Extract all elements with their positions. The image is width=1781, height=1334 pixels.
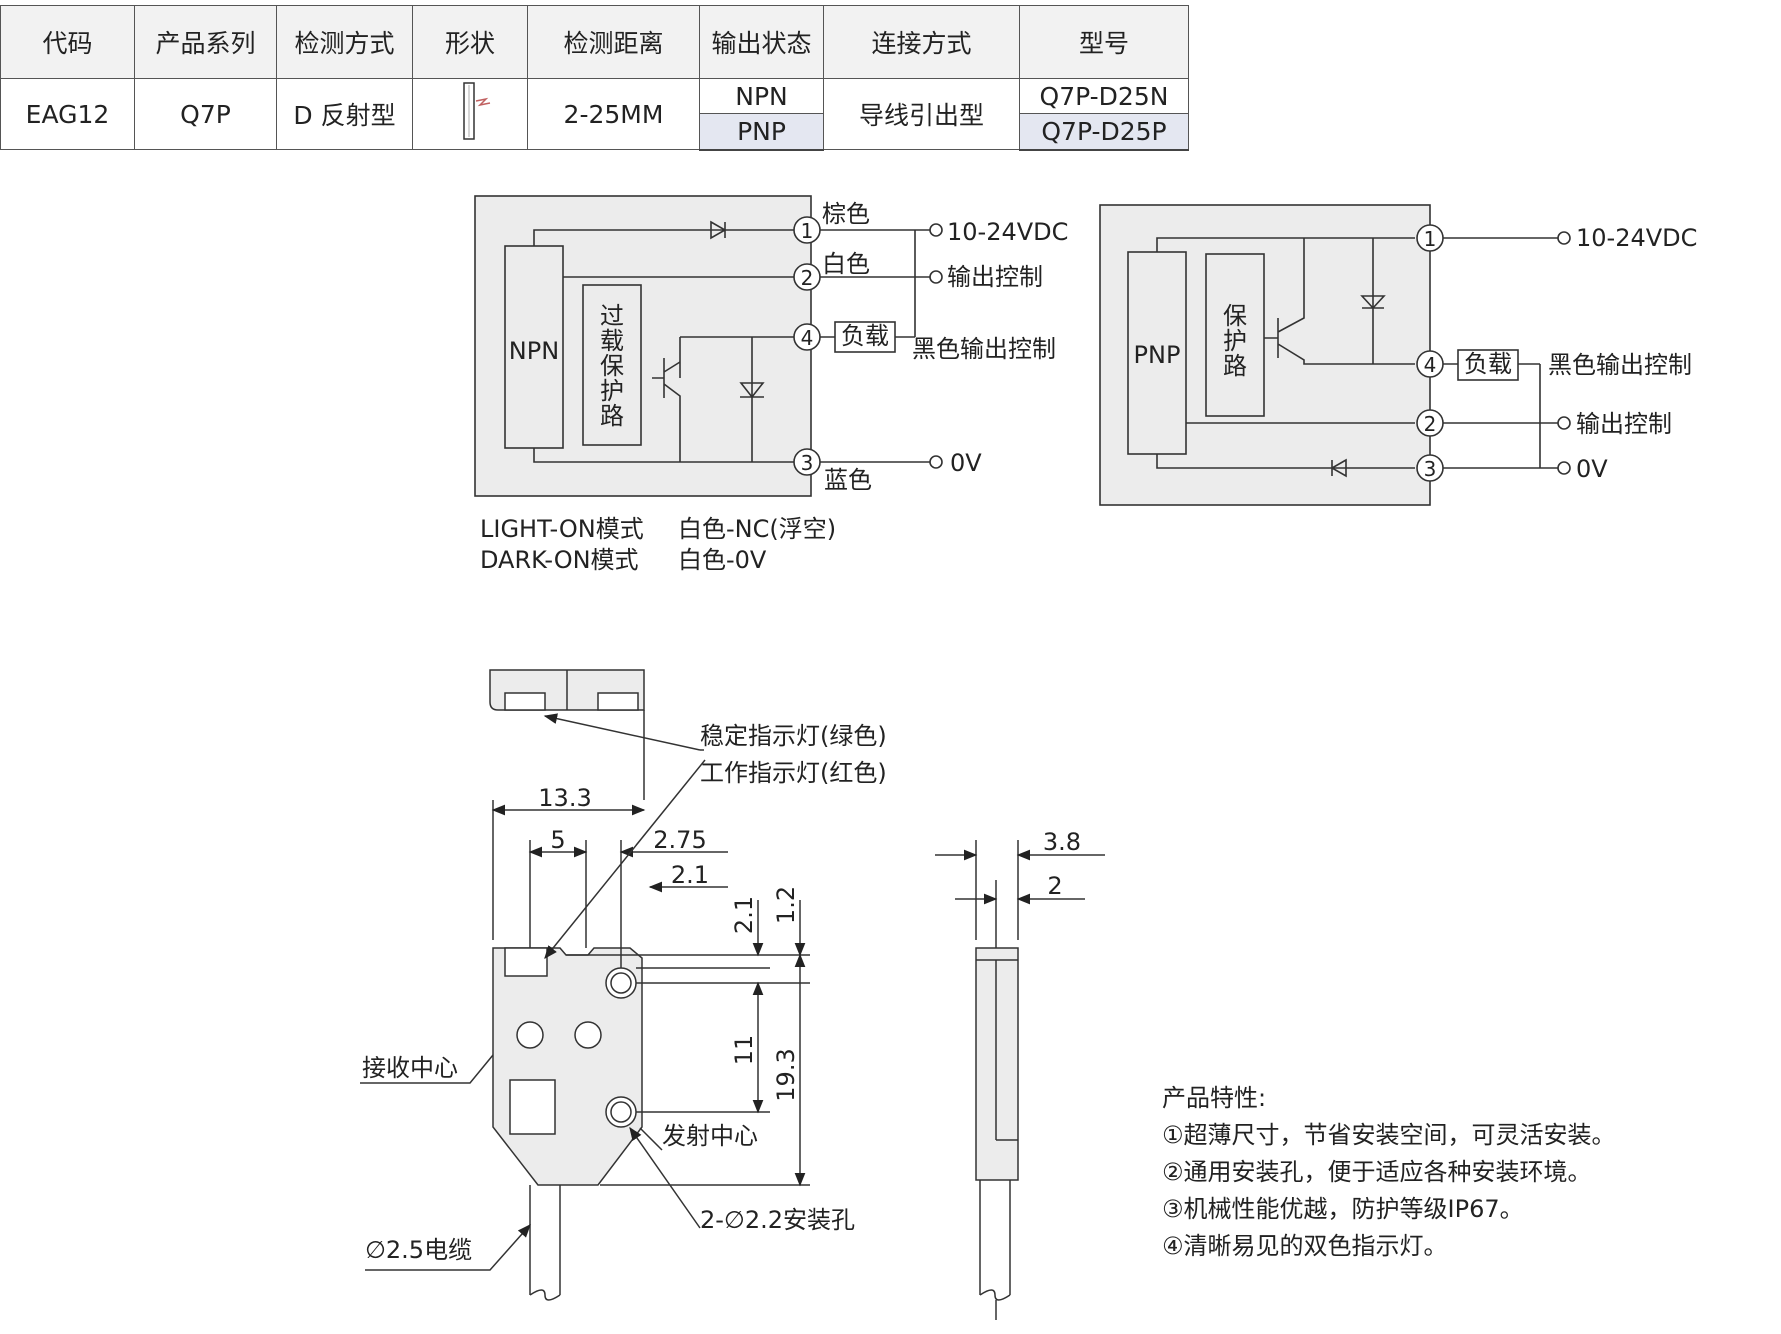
pnp-load-label: 负载 [1464,350,1512,378]
pnp-pin-label: 2 [1424,412,1437,436]
pnp-protect-label: 保 [1223,302,1247,330]
mode-value: 白色-NC(浮空) [678,515,836,543]
npn-protect-label: 护 [600,377,624,405]
feature-item: ②通用安装孔，便于适应各种安装环境。 [1162,1158,1592,1186]
cell-output-npn: NPN [699,77,824,115]
dim-13-3: 13.3 [538,784,591,812]
dimension-labels: 13.3 5 2.75 2.1 2.1 1.2 11 19.3 3.8 2 稳定… [362,722,1081,1264]
npn-pin-label: 3 [801,451,814,475]
pnp-terminal-output: 输出控制 [1576,410,1672,438]
feature-item: ③机械性能优越，防护等级IP67。 [1162,1195,1524,1223]
pnp-block-label: PNP [1134,341,1181,369]
pnp-pin-label: 4 [1424,353,1437,377]
features-list: 产品特性: ①超薄尺寸，节省安装空间，可灵活安装。 ②通用安装孔，便于适应各种安… [1162,1084,1616,1260]
cell-code: EAG12 [0,78,135,150]
wire-color-blue: 蓝色 [824,466,872,494]
col-header: 形状 [412,5,528,79]
dim-5: 5 [550,826,565,854]
cell-method: D 反射型 [276,78,413,150]
mode-name: DARK-ON模式 [480,546,639,574]
feature-item: ④清晰易见的双色指示灯。 [1162,1232,1448,1260]
table-row: PNP Q7P-D25P [1,113,1189,151]
npn-protect-block [582,284,642,446]
wire-color-white: 白色 [822,250,870,278]
cell-output-pnp: PNP [699,113,824,151]
dim-2: 2 [1047,872,1062,900]
dim-1-2: 1.2 [772,886,800,924]
cell-connection: 导线引出型 [823,78,1020,150]
cell-series: Q7P [134,78,277,150]
npn-black-output-label: 黑色输出控制 [912,335,1056,363]
callout-receiver-center: 接收中心 [362,1054,458,1082]
dim-11: 11 [730,1035,758,1066]
spec-table: 代码 产品系列 检测方式 形状 检测距离 输出状态 连接方式 型号 EAG12 … [0,5,1189,151]
npn-load-label: 负载 [841,322,889,350]
mode-list: LIGHT-ON模式 白色-NC(浮空) DARK-ON模式 白色-0V [480,515,836,574]
col-header: 输出状态 [699,5,824,79]
npn-terminal-vdc: 10-24VDC [947,218,1068,246]
dim-2-75: 2.75 [653,826,706,854]
npn-protect-label: 保 [600,352,624,380]
col-header: 代码 [0,5,135,79]
callout-work-led: 工作指示灯(红色) [700,759,887,787]
callout-cable: ∅2.5电缆 [365,1236,472,1264]
npn-protect-label: 路 [600,402,624,430]
npn-terminal-0v: 0V [950,449,982,477]
cell-model-p: Q7P-D25P [1019,113,1189,151]
mode-name: LIGHT-ON模式 [480,515,644,543]
npn-pin-label: 4 [801,326,814,350]
pnp-terminal-0v: 0V [1576,455,1608,483]
table-row: EAG12 Q7P D 反射型 2-25MM NPN 导线引出型 Q7P-D25… [0,77,1189,150]
pnp-block [1127,251,1187,455]
npn-protect-label: 过 [600,302,624,330]
pnp-black-output-label: 黑色输出控制 [1548,351,1692,379]
features-title: 产品特性: [1162,1084,1266,1112]
npn-circuit: NPN 过 载 保 护 路 1 2 4 3 棕色 白色 蓝色 10-24VDC [474,195,1068,497]
pnp-pin-label: 3 [1424,457,1437,481]
npn-protect-label: 载 [600,327,624,355]
col-header: 连接方式 [823,5,1020,79]
pnp-protect-block [1205,253,1265,417]
dim-2-1-h: 2.1 [671,861,709,889]
npn-terminal-output: 输出控制 [947,263,1043,291]
pnp-protect-label: 护 [1223,327,1247,355]
table-header-row: 代码 产品系列 检测方式 形状 检测距离 输出状态 连接方式 型号 [0,5,1189,79]
callout-emitter-center: 发射中心 [662,1122,758,1150]
dim-2-1-v: 2.1 [730,896,758,934]
npn-pin-label: 1 [801,219,814,243]
callout-stable-led: 稳定指示灯(绿色) [700,722,887,750]
col-header: 型号 [1019,5,1189,79]
col-header: 检测距离 [527,5,700,79]
npn-block-label: NPN [509,337,559,365]
cell-distance: 2-25MM [527,78,700,150]
pnp-pin-label: 1 [1424,227,1437,251]
pnp-terminal-vdc: 10-24VDC [1576,224,1697,252]
wire-color-brown: 棕色 [822,200,870,228]
pnp-circuit: PNP 保 护 路 1 4 2 3 10-24VDC 输出控制 0V 负载 黑色… [1099,204,1697,506]
feature-item: ①超薄尺寸，节省安装空间，可灵活安装。 [1162,1121,1616,1149]
mode-value: 白色-0V [678,546,767,574]
pnp-protect-label: 路 [1223,352,1247,380]
dim-3-8: 3.8 [1043,828,1081,856]
npn-pin-label: 2 [801,266,814,290]
dimension-drawing [360,669,1105,1320]
sensor-shape-icon [463,82,491,140]
callout-mount-holes: 2-∅2.2安装孔 [700,1206,855,1234]
cell-model-n: Q7P-D25N [1019,77,1189,115]
dim-19-3: 19.3 [772,1048,800,1101]
cell-shape [412,78,528,150]
